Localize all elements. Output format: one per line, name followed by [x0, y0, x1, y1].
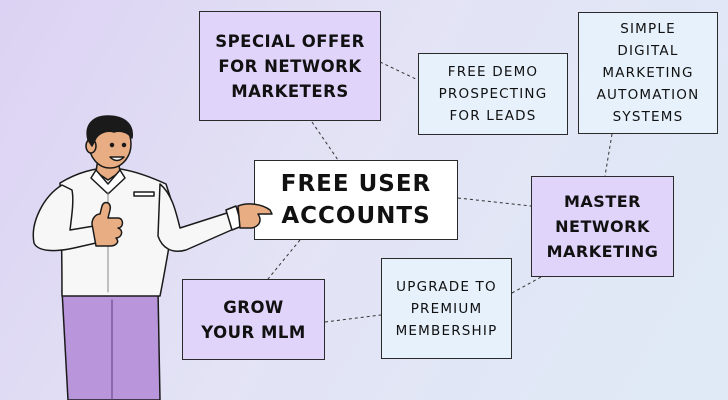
shirt-pocket: [133, 191, 155, 197]
hair: [86, 115, 133, 147]
pants: [61, 289, 161, 400]
collar: [90, 169, 126, 195]
pointing-hand: [237, 203, 273, 229]
node-simple-digital: SIMPLE DIGITAL MARKETING AUTOMATION SYST…: [578, 12, 718, 134]
thumbs-up-hand: [91, 201, 124, 247]
connector-center-to-grow: [267, 239, 301, 280]
left-arm: [32, 184, 97, 252]
node-special-offer: SPECIAL OFFER FOR NETWORK MARKETERS: [199, 11, 381, 121]
connector-special-offer-to-center: [311, 121, 339, 161]
connector-simple-digital-to-master: [604, 133, 613, 177]
node-free-user-accounts: FREE USER ACCOUNTS: [254, 160, 458, 240]
connector-center-to-master: [457, 197, 532, 207]
smile: [109, 156, 125, 162]
connector-special-offer-to-free-demo: [379, 61, 419, 81]
node-free-demo: FREE DEMO PROSPECTING FOR LEADS: [418, 53, 568, 135]
node-master-network: MASTER NETWORK MARKETING: [531, 176, 674, 277]
left-eye: [109, 142, 115, 148]
node-grow-mlm: GROW YOUR MLM: [182, 279, 325, 360]
node-upgrade-premium: UPGRADE TO PREMIUM MEMBERSHIP: [381, 258, 512, 359]
right-eye: [121, 142, 127, 148]
